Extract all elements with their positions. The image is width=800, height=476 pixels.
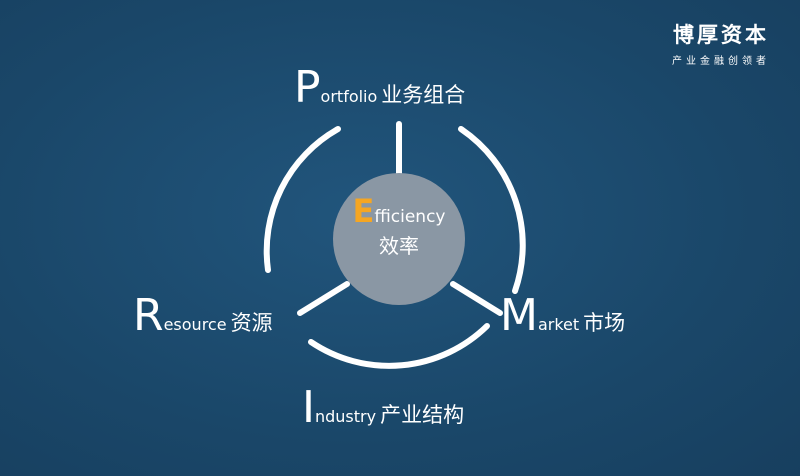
portfolio-chinese: 业务组合 <box>381 83 466 107</box>
center-chinese: 效率 <box>379 234 419 258</box>
industry-rest: ndustry <box>314 407 377 426</box>
center-english: Efficiency <box>334 195 464 232</box>
spoke-left <box>297 281 350 316</box>
spoke-right <box>450 281 503 316</box>
market-rest: arket <box>537 315 580 334</box>
portfolio-rest: ortfolio <box>320 87 378 106</box>
center-initial: E <box>352 192 375 230</box>
arc-top-left <box>263 126 341 273</box>
center-label: Efficiency 效率 <box>334 195 464 260</box>
portfolio-initial: P <box>294 62 321 113</box>
center-circle <box>333 173 465 305</box>
market-initial: M <box>500 290 538 341</box>
industry-chinese: 产业结构 <box>380 403 465 427</box>
resource-chinese: 资源 <box>230 311 273 335</box>
arc-top-right <box>458 126 526 294</box>
center-rest: fficiency <box>374 207 446 227</box>
resource-initial: R <box>133 290 164 341</box>
brand-tagline: 产业金融创领者 <box>672 56 770 67</box>
brand-name: 博厚资本 <box>673 23 769 47</box>
market-chinese: 市场 <box>583 311 626 335</box>
brand-logo: 博厚资本 产业金融创领者 <box>672 22 770 67</box>
arc-bottom <box>308 323 490 369</box>
industry-initial: I <box>302 382 315 433</box>
resource-rest: esource <box>163 315 227 334</box>
